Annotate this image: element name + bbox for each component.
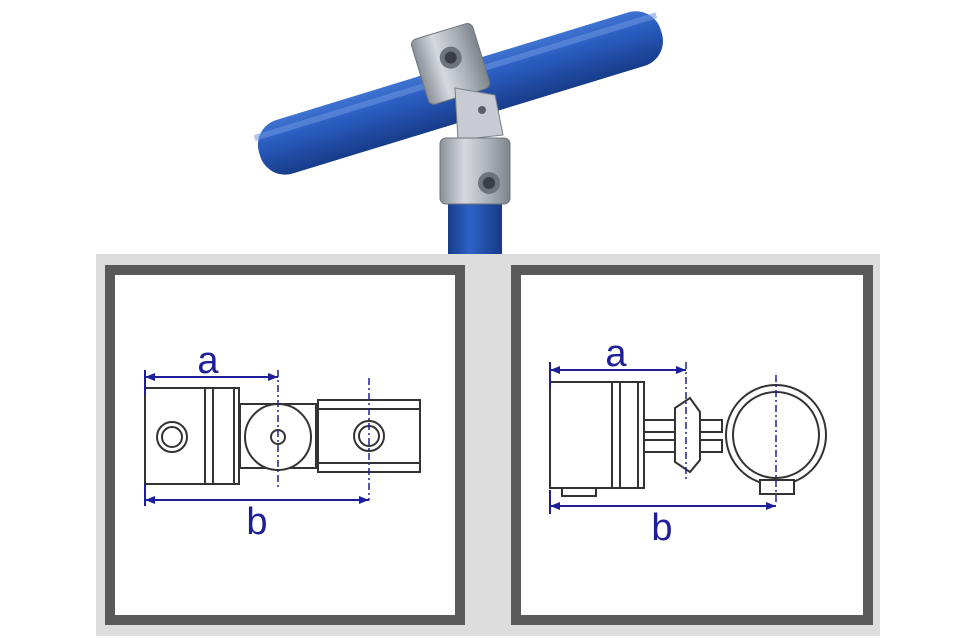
right-drawing-panel: a b <box>511 265 873 625</box>
right-hinge <box>643 396 723 474</box>
left-dimension-a <box>144 370 278 395</box>
left-center-lines <box>277 370 370 500</box>
lower-socket <box>439 137 511 205</box>
left-dimension-b <box>144 484 369 506</box>
left-socket-block <box>144 387 240 485</box>
upper-clamp <box>411 23 491 105</box>
swivel-tab <box>454 87 504 141</box>
left-dimension-a-label: a <box>197 340 219 382</box>
right-dimension-a-label: a <box>605 333 627 375</box>
fitting-photo <box>253 11 663 260</box>
left-dimension-b-label: b <box>246 501 267 543</box>
right-socket-block <box>549 381 645 497</box>
right-dimension-b-label: b <box>651 507 672 549</box>
right-center-lines <box>685 362 777 505</box>
left-drawing-panel: a b <box>105 265 465 625</box>
right-dimension-b <box>549 490 776 514</box>
right-dimension-a <box>549 362 686 388</box>
